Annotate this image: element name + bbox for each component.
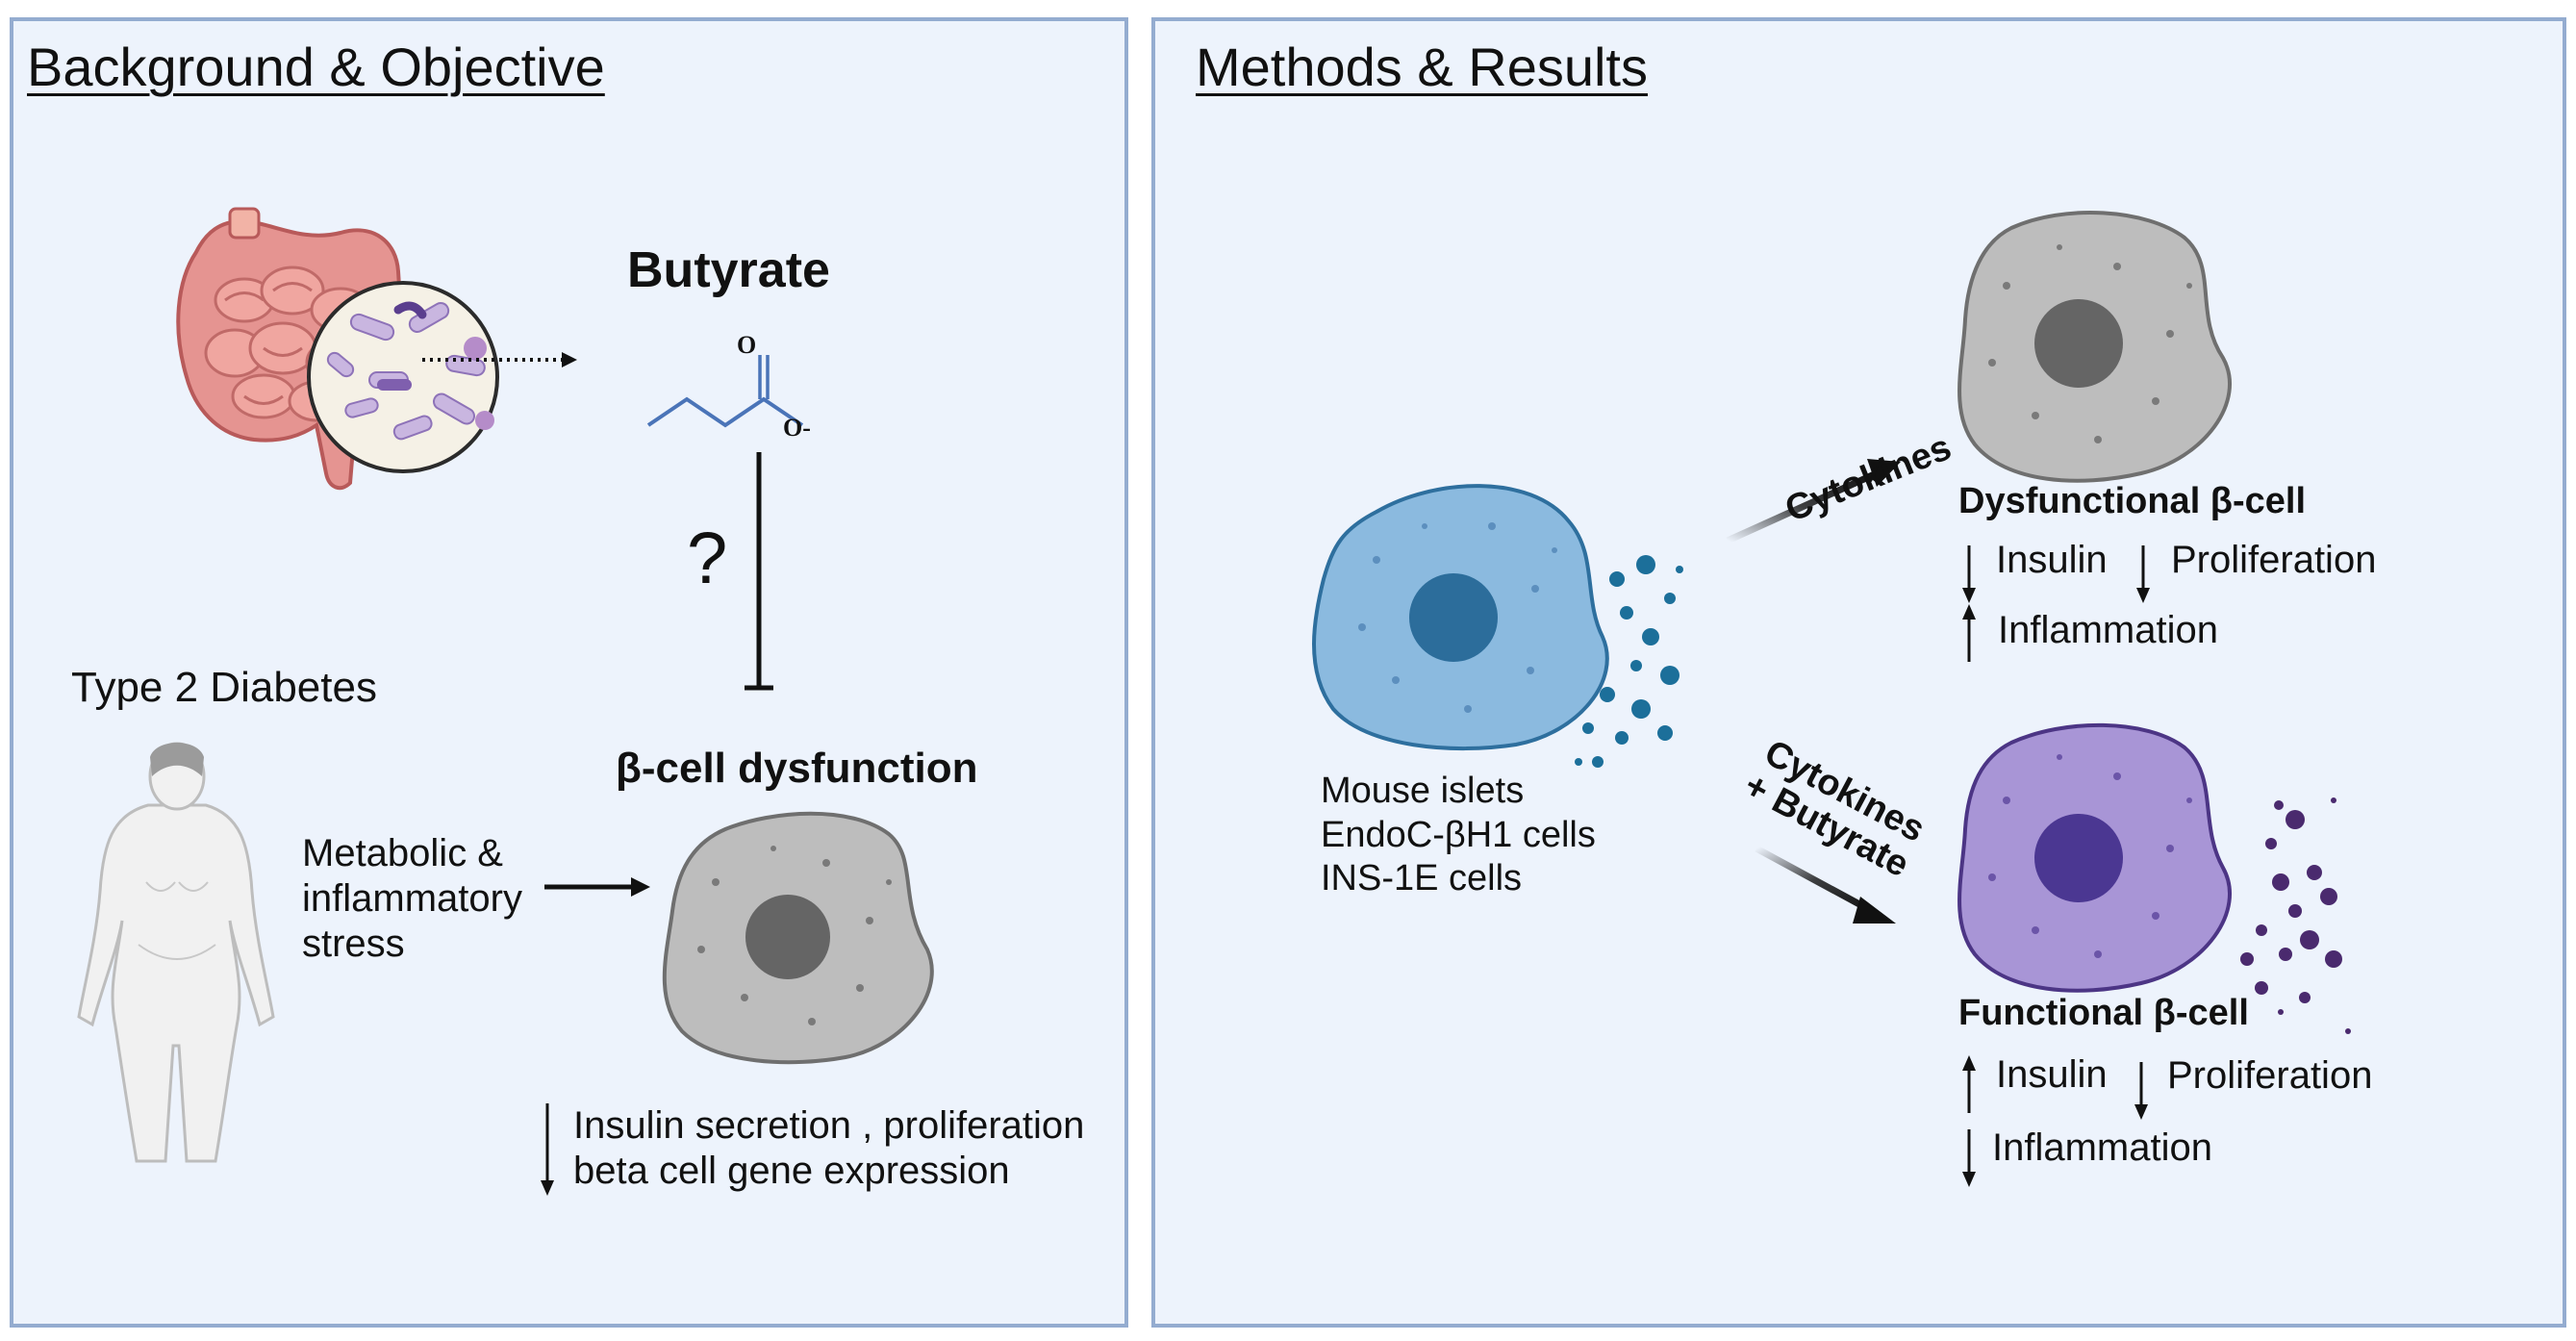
blue-islet-cell-icon	[1312, 484, 1683, 768]
cell-models-list: Mouse islets EndoC-βH1 cells INS-1E cell…	[1321, 771, 1596, 899]
dys-proliferation-label: Proliferation	[2171, 539, 2377, 581]
dys-insulin-label: Insulin	[1996, 539, 2108, 581]
question-mark: ?	[687, 518, 728, 599]
up-arrow-inflammation-icon	[1962, 604, 1976, 662]
functional-beta-cell-icon	[1957, 722, 2351, 1034]
functional-beta-cell-title: Functional β-cell	[1958, 993, 2249, 1033]
fun-insulin-label: Insulin	[1996, 1053, 2108, 1096]
up-arrow-insulin-icon	[1962, 1055, 1976, 1113]
gut-microbiome-icon	[176, 207, 577, 491]
down-arrow-proliferation-icon	[2136, 545, 2150, 603]
butyrate-molecule-icon	[646, 355, 804, 428]
methods-results-panel: Methods & Results Mouse islets EndoC-βH1…	[1151, 17, 2566, 1328]
down-arrow-fun-proliferation-icon	[2134, 1062, 2148, 1120]
down-arrow-fun-inflammation-icon	[1962, 1129, 1976, 1187]
treatment-arrows-icon	[1726, 459, 1901, 924]
butyrate-label: Butyrate	[627, 242, 830, 298]
background-objective-panel: Background & Objective	[10, 17, 1128, 1328]
dysfunctional-beta-cell-title: Dysfunctional β-cell	[1958, 481, 2307, 521]
dysfunctional-cell-icon	[662, 811, 934, 1065]
type2-diabetes-label: Type 2 Diabetes	[71, 664, 377, 711]
dys-inflammation-label: Inflammation	[1998, 609, 2218, 651]
molecule-oxygen-top: O	[737, 331, 757, 359]
stress-arrow-icon	[544, 877, 650, 897]
inhibition-bar-icon	[745, 452, 773, 691]
down-arrow-insulin-icon	[1962, 545, 1976, 603]
panel-title-background: Background & Objective	[27, 37, 605, 97]
metabolic-stress-label: Metabolic & inflammatory stress	[302, 832, 522, 966]
molecule-oxygen-minus: O-	[783, 414, 811, 442]
panel-title-methods: Methods & Results	[1196, 37, 1648, 97]
obese-person-icon	[77, 742, 275, 1163]
fun-proliferation-label: Proliferation	[2167, 1054, 2373, 1097]
dysfunctional-beta-cell-icon	[1957, 210, 2232, 483]
fun-inflammation-label: Inflammation	[1992, 1126, 2212, 1169]
consequence-line1: Insulin secretion , proliferation	[573, 1104, 1085, 1147]
down-arrow-icon	[541, 1103, 554, 1196]
beta-cell-dysfunction-label: β-cell dysfunction	[616, 745, 978, 792]
consequence-line2: beta cell gene expression	[573, 1150, 1010, 1192]
